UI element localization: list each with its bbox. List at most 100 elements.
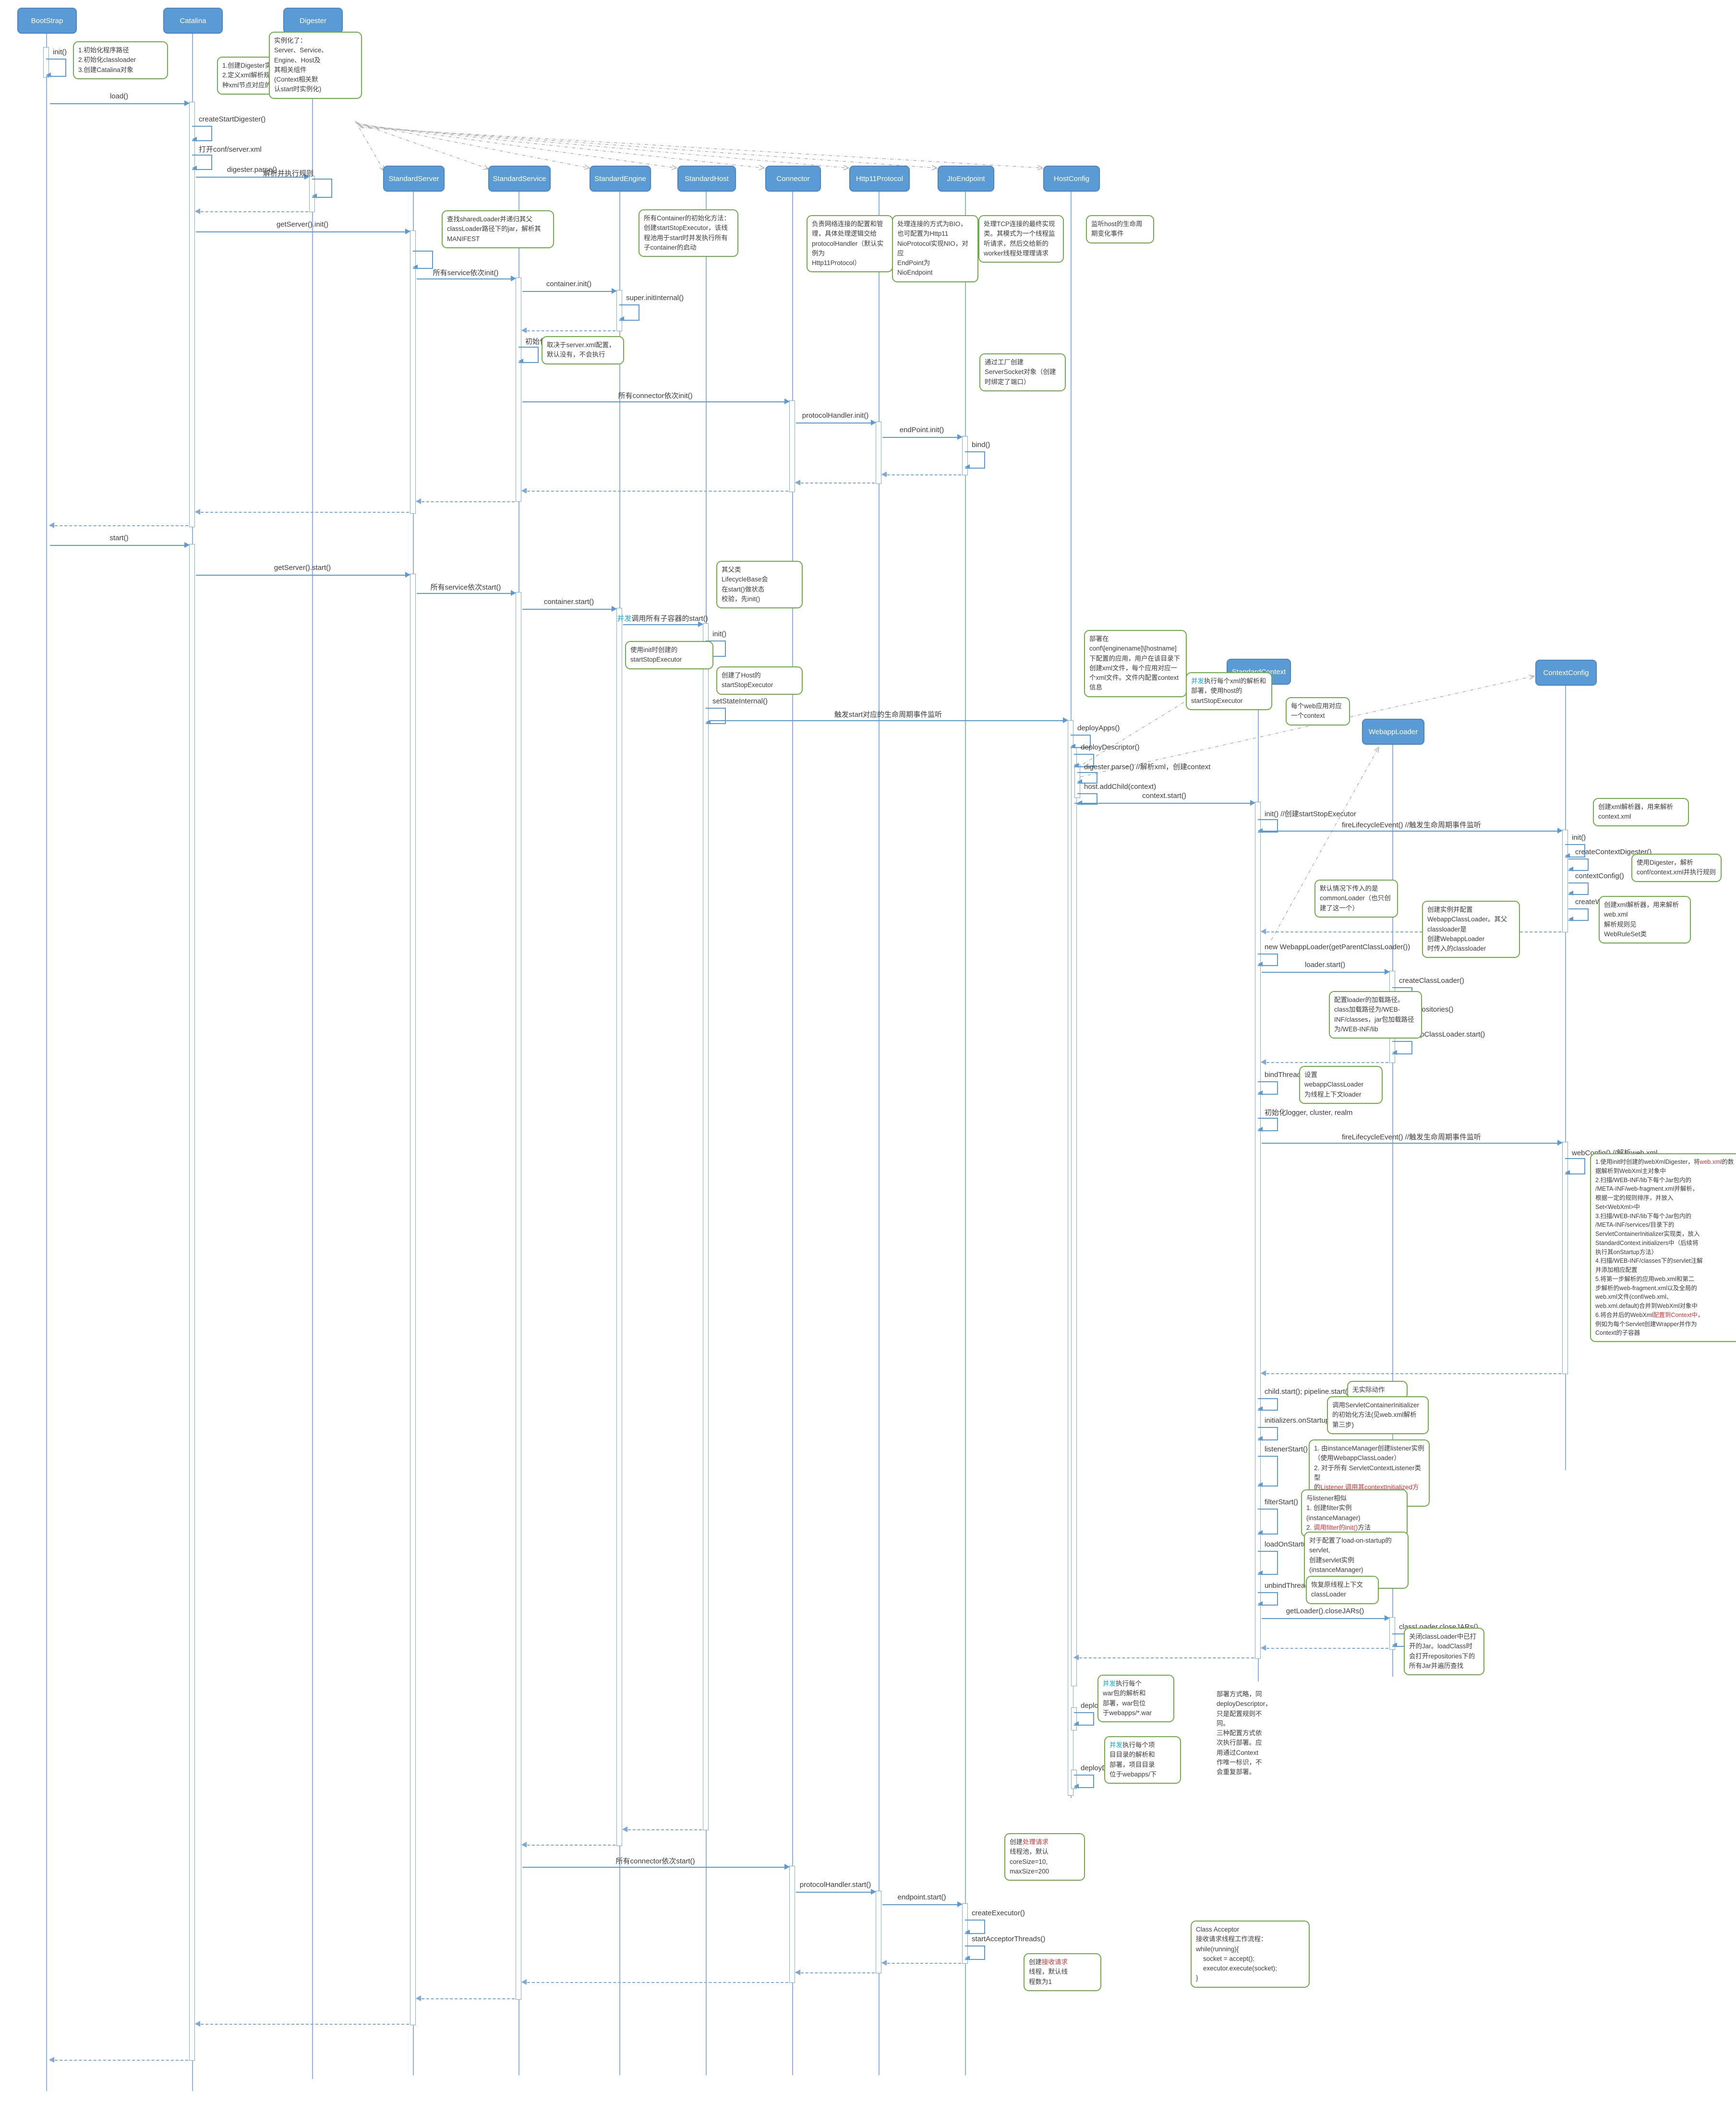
note-text-segment: endpoint.start() — [897, 1893, 946, 1901]
note-text-segment: 默认情况下传入的是 commonLoader（也只创建了这一个） — [1320, 885, 1391, 912]
selfcall-loop-init — [46, 59, 66, 77]
selfcall-label-bind: bind() — [972, 441, 990, 449]
note-text-segment: 线程，默认线 程数为1 — [1029, 1968, 1068, 1985]
message-label-endpoint-start: endpoint.start() — [898, 1893, 946, 1901]
note-text-segment: container.start() — [543, 598, 594, 606]
note-text-segment: 触发start对应的生命周期事件监听 — [834, 711, 942, 719]
selfcall-label-super-initinternal: super.initInternal() — [626, 294, 684, 302]
arrowhead-ret-srv2 — [195, 2021, 200, 2027]
note-create-classloader-note: 创建实例并配置 WebappClassLoader。其父classloader是… — [1422, 901, 1520, 958]
note-text-segment: 设置 webappClassLoader 为线程上下文loader — [1304, 1071, 1364, 1098]
selfcall-arrowhead-super-initinternal — [619, 316, 624, 321]
selfcall-label-create-context-digester: createContextDigester() — [1575, 848, 1652, 856]
message-label-digester-parse: digester.parse() — [227, 166, 277, 174]
selfcall-loop-bind — [965, 451, 985, 469]
message-digester-parse — [196, 177, 308, 178]
arrowhead-fire-lifecycle-2 — [1557, 1140, 1563, 1146]
note-contextcfg-init-note: 创建xml解析器，用来解析context.xml — [1593, 798, 1689, 826]
selfcall-arrowhead-deploy-descriptor — [1074, 763, 1079, 768]
arrowhead-ret-svc2 — [416, 1995, 421, 2001]
message-getserver-start — [196, 575, 409, 576]
selfcall-loop-initializers-onstartup — [1258, 1427, 1278, 1440]
participant-webapploader: WebappLoader — [1362, 719, 1424, 745]
arrowhead-protocolhandler-start — [871, 1889, 876, 1895]
message-label-service-start: 所有service依次start() — [431, 582, 501, 592]
arrowhead-digester-parse — [304, 174, 310, 180]
selfcall-arrowhead-classloader-closejars — [1392, 1643, 1397, 1647]
selfcall-label-open-serverxml: 打开conf/server.xml — [199, 145, 262, 154]
message-ret-wl2 — [1262, 1648, 1388, 1649]
selfcall-loop-deploy-directories — [1074, 1775, 1094, 1788]
note-deploy-summary: 部署方式略，同 deployDescriptor， 只是配置规则不 同。 三种配… — [1212, 1686, 1310, 1780]
message-endpoint-init — [882, 437, 961, 438]
note-no-action-note: 无实际动作 — [1347, 1381, 1408, 1400]
arrowhead-ret-http1 — [795, 480, 800, 485]
note-text-segment: load() — [109, 92, 129, 100]
selfcall-arrowhead-init — [46, 73, 51, 77]
note-text-segment: web.xml — [1700, 1159, 1722, 1165]
arrowhead-ret-engine2 — [521, 1842, 527, 1848]
selfcall-label-ctx-init: init() //创建startStopExecutor — [1265, 810, 1356, 818]
note-text-segment: container.init() — [546, 280, 592, 288]
activation-connector — [789, 1866, 795, 1983]
note-text-segment: 创建实例并配置 WebappClassLoader。其父classloader是… — [1427, 906, 1507, 952]
note-filter-note: 与listener相似 1. 创建filter实例(instanceManage… — [1301, 1489, 1408, 1537]
selfcall-loop-host-addchild — [1077, 793, 1097, 805]
note-text-segment: 配置loader的加载路径。class加载路径为/WEB-INF/classes… — [1334, 996, 1414, 1033]
arrowhead-ret-engine — [521, 327, 527, 333]
note-text-segment: 其父类 LifecycleBase会 在start()做状态 校验，先init(… — [722, 566, 768, 603]
selfcall-arrowhead-ctx-init — [1258, 828, 1263, 833]
message-getserver-init — [196, 231, 409, 232]
message-context-start — [1074, 803, 1254, 804]
note-text-segment: 创建xml解析器，用来解析context.xml — [1598, 803, 1673, 821]
message-ret-digester — [196, 211, 308, 212]
note-text-segment: 每个web应用对应一个context — [1291, 702, 1342, 720]
arrowhead-container-init — [612, 288, 617, 294]
message-connector-init — [522, 401, 788, 402]
note-text-segment: 并发 — [1191, 677, 1204, 685]
selfcall-loop-bind-thread — [1258, 1081, 1278, 1095]
note-http11-note: 处理连接的方式为BIO，也可配置为Http11 NioProtocol实现NIO… — [892, 215, 978, 282]
participant-contextconfig: ContextConfig — [1535, 660, 1597, 686]
message-ret-http2 — [796, 1972, 875, 1973]
selfcall-loop-webappclassloader-start — [1392, 1041, 1412, 1054]
note-repositories-note: 配置loader的加载路径。class加载路径为/WEB-INF/classes… — [1329, 991, 1422, 1039]
message-start — [50, 545, 188, 546]
selfcall-arrowhead-webappclassloader-start — [1392, 1050, 1397, 1055]
selfcall-loop-deploy-wars — [1074, 1712, 1094, 1726]
selfcall-arrowhead-init-custom-pool — [518, 359, 523, 363]
note-text-segment: 无实际动作 — [1352, 1386, 1385, 1393]
note-text-segment: 执行每个xml的解析和部署，使用host的 startStopExecutor — [1191, 677, 1266, 704]
selfcall-loop-init-logger — [1258, 1118, 1278, 1131]
selfcall-arrowhead-web-config — [1565, 1170, 1570, 1175]
selfcall-label-filter-start: filterStart() — [1265, 1498, 1299, 1506]
note-deploy-dirs-note: 并发执行每个项 目目录的解析和 部署，项目目录 位于webapps/下 — [1104, 1736, 1181, 1784]
message-fire-start-event — [710, 720, 1067, 721]
message-children-start — [623, 624, 702, 625]
note-text-segment: 调用ServletContainerInitializer 的初始化方法(见we… — [1332, 1402, 1419, 1428]
note-text-segment: endPoint.init() — [899, 426, 944, 434]
arrowhead-ret-host — [622, 1826, 627, 1832]
selfcall-loop-context-config — [1568, 882, 1589, 895]
selfcall-arrowhead-new-webapploader — [1258, 962, 1263, 967]
note-text-segment: 处理TCP连接的最终实现类。其模式为一个线程监听请求，然后交给新的worker线… — [984, 220, 1055, 257]
note-text-segment: getLoader().closeJARs() — [1286, 1607, 1364, 1615]
selfcall-label-new-webapploader: new WebappLoader(getParentClassLoader()) — [1265, 943, 1410, 951]
activation-service — [516, 592, 521, 2000]
selfcall-arrowhead-unbind-thread — [1258, 1601, 1263, 1606]
note-text-segment: Class Acceptor 接收请求线程工作流程： while(running… — [1196, 1926, 1277, 1982]
note-text-segment: 处理请求 — [1023, 1838, 1049, 1846]
note-text-segment: 所有service依次start() — [430, 583, 501, 592]
message-label-protocolhandler-init: protocolHandler.init() — [802, 411, 868, 420]
activation-http11 — [876, 1891, 881, 1973]
selfcall-loop-filter-start — [1258, 1509, 1278, 1535]
activation-http11 — [876, 422, 881, 484]
note-create-executor-note: 创建处理请求 线程池，默认 coreSize=10, maxSize=200 — [1004, 1833, 1085, 1881]
message-load — [50, 103, 188, 104]
activation-server — [410, 574, 416, 2025]
lifeline-http11 — [879, 192, 880, 2075]
message-ret-jio2 — [882, 1963, 961, 1964]
message-label-getserver-init: getServer().init() — [277, 220, 328, 229]
note-acceptor-thread-note: 创建接收请求 线程，默认线 程数为1 — [1024, 1953, 1101, 1991]
message-ret-svc2 — [417, 1998, 515, 1999]
